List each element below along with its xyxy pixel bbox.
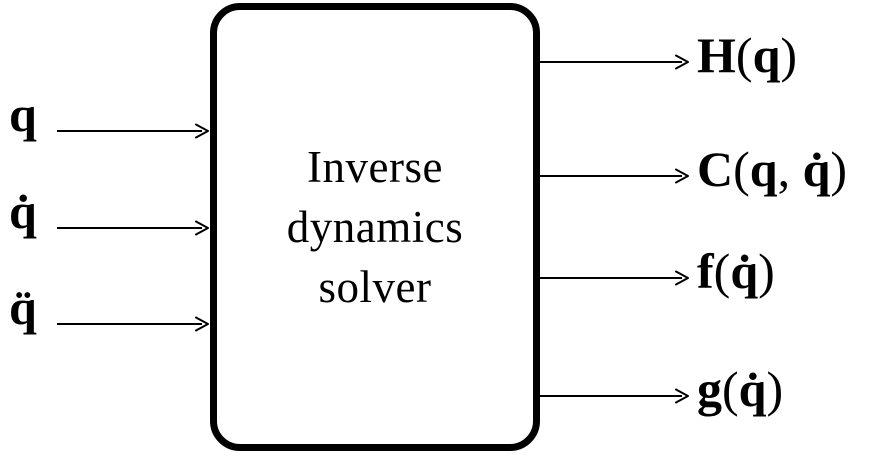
- output-arrow-C: [538, 168, 689, 184]
- output-arrow-C-head: [675, 168, 689, 184]
- output-label-g: g(q̇): [697, 361, 784, 417]
- output-arrow-g-head: [675, 388, 689, 404]
- input-arrow-q-dot-head: [195, 220, 209, 236]
- input-label-q: q: [9, 86, 37, 142]
- input-arrow-q-ddot: [57, 316, 209, 332]
- output-label-f: f(q̇): [697, 243, 775, 299]
- input-arrow-q-ddot-head: [195, 316, 209, 332]
- solver-block-title: Inverse dynamics solver: [287, 137, 463, 317]
- output-label-C: C(q, q̇): [697, 141, 848, 197]
- output-arrow-f: [538, 270, 689, 286]
- input-arrow-q: [57, 123, 209, 139]
- input-arrow-q-head: [195, 123, 209, 139]
- input-label-q-ddot: q̈: [9, 279, 37, 335]
- input-label-q-dot: q̇: [9, 183, 37, 239]
- solver-title-line-3: solver: [318, 262, 432, 312]
- solver-title-line-1: Inverse: [307, 142, 443, 192]
- solver-block: Inverse dynamics solver: [210, 3, 540, 451]
- output-arrow-H: [538, 54, 689, 70]
- input-arrow-q-dot: [57, 220, 209, 236]
- output-arrow-f-head: [675, 270, 689, 286]
- solver-title-line-2: dynamics: [286, 202, 464, 252]
- output-arrow-g: [538, 388, 689, 404]
- output-arrow-H-head: [675, 54, 689, 70]
- output-label-H: H(q): [697, 27, 798, 83]
